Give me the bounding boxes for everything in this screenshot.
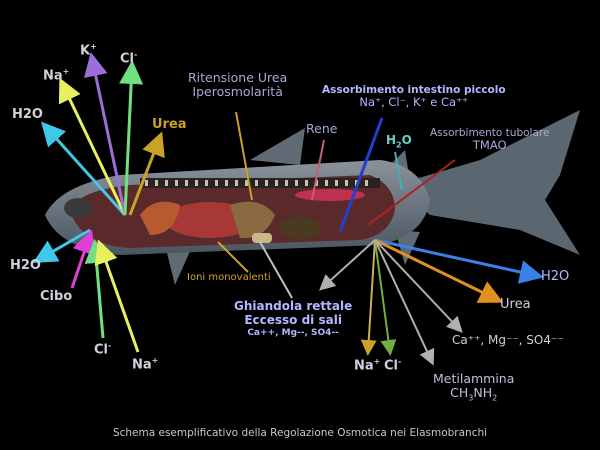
pointer-rene	[311, 139, 325, 201]
vertebrae	[145, 180, 368, 186]
arrow-urea-in	[128, 131, 165, 216]
label-na-out: Na+	[132, 356, 159, 373]
label-cibo: Cibo	[40, 289, 73, 304]
pointer-ghiandola	[259, 241, 293, 299]
pointer-ioni	[217, 241, 249, 273]
pointer-h2o-body	[394, 151, 403, 191]
arrow-k-in	[83, 52, 127, 216]
label-na-in: Na+	[43, 67, 70, 84]
arrow-to-ghiandola	[319, 239, 376, 291]
pointer-tubolare	[367, 159, 456, 226]
label-h2o-out: H2O	[10, 258, 41, 273]
heart	[140, 201, 180, 235]
arrow-cl-in	[119, 60, 144, 216]
stomach	[230, 201, 275, 239]
figure-caption: Schema esemplificativo della Regolazione…	[112, 427, 488, 439]
label-h2o-excr: H2O	[541, 269, 570, 284]
label-cl-out: Cl-	[94, 341, 112, 358]
label-h2o-body: H2O	[386, 133, 412, 150]
pointer-intestino	[338, 117, 384, 233]
arrow-ions-excr	[374, 239, 463, 333]
pointer-ritensione	[235, 111, 253, 201]
tail-fin	[395, 110, 580, 255]
arrow-cl-out	[84, 239, 109, 339]
label-tubolare: Assorbimento tubolare TMAO	[430, 127, 550, 153]
label-h2o-in: H2O	[12, 107, 43, 122]
label-rene: Rene	[306, 121, 338, 136]
label-ions-excr: Ca⁺⁺, Mg⁻⁻, SO4⁻⁻	[452, 333, 564, 347]
label-ghiandola: Ghiandola rettale Eccesso di sali Ca++, …	[234, 299, 353, 338]
label-metilammina: Metilammina CH3NH2	[433, 371, 515, 403]
label-cl-in: Cl-	[120, 50, 138, 67]
label-ritensione: Ritensione Urea Iperosmolarità	[188, 70, 288, 100]
arrow-cl-excr	[374, 239, 397, 356]
brain	[64, 198, 92, 218]
dorsal-fin	[250, 128, 305, 165]
label-intestino: Assorbimento intestino piccolo Na⁺, Cl⁻,…	[322, 84, 506, 110]
label-urea-excr: Urea	[500, 297, 531, 312]
vertebral-column	[140, 178, 380, 188]
arrow-metil	[374, 239, 435, 366]
label-urea-in: Urea	[152, 117, 187, 132]
arrow-h2o-in	[40, 121, 127, 217]
arrow-na-out	[94, 239, 140, 353]
spiral-intestine	[280, 217, 320, 239]
label-ioni-monovalenti: Ioni monovalenti	[187, 272, 271, 283]
arrow-na-in	[58, 77, 127, 216]
arrow-h2o-excr	[374, 238, 544, 284]
label-k-in: K+	[80, 42, 97, 59]
arrow-urea-excr	[374, 238, 504, 303]
rectal-gland	[252, 233, 272, 243]
label-na-excr: Na+	[354, 357, 381, 374]
arrow-na-excr	[360, 239, 377, 356]
label-cl-excr: Cl-	[384, 357, 402, 374]
